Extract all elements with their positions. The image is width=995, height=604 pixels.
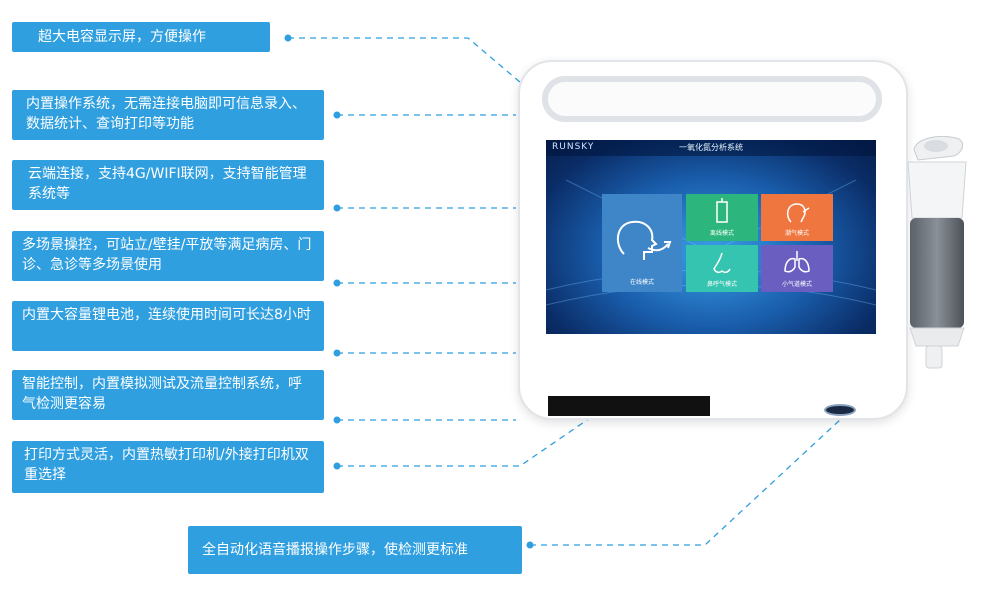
- leader-line-1: [288, 37, 601, 151]
- breath-handle: [907, 136, 967, 369]
- device-screen: RUNSKY 一氧化氮分析系统 在线模式 离线模式 潮气模式 鼻呼气模式: [546, 140, 876, 334]
- tile-label: 潮气模式: [784, 230, 809, 237]
- printer-slot: [548, 396, 710, 416]
- callout-cloud: 云端连接，支持4G/WIFI联网，支持智能管理系统等: [12, 160, 324, 210]
- leader-line-8: [530, 417, 843, 546]
- breath-face-icon: [786, 203, 810, 223]
- callout-battery: 内置大容量锂电池，连续使用时间可长达8小时: [12, 301, 324, 351]
- brand-logo: RUNSKY: [552, 142, 595, 152]
- tile-small-airway-mode[interactable]: 小气道模式: [761, 245, 833, 292]
- tile-label: 离线模式: [709, 230, 734, 237]
- lungs-icon: [784, 251, 810, 273]
- callout-display: 超大电容显示屏，方便操作: [12, 22, 270, 52]
- callout-scenarios: 多场景操控，可站立/壁挂/平放等满足病房、门诊、急诊等多场景使用: [12, 231, 324, 281]
- device-handle: [542, 76, 882, 122]
- screen-topbar: RUNSKY 一氧化氮分析系统: [546, 140, 876, 156]
- callout-voice: 全自动化语音播报操作步骤，使检测更标准: [188, 526, 522, 574]
- tile-label: 在线模式: [629, 279, 654, 286]
- nose-icon: [713, 252, 731, 274]
- system-title: 一氧化氮分析系统: [679, 143, 743, 152]
- leader-line-7: [337, 417, 591, 467]
- tile-label: 小气道模式: [781, 281, 812, 288]
- tube-icon: [716, 198, 728, 223]
- tile-tidal-mode[interactable]: 潮气模式: [761, 194, 833, 241]
- tile-nasal-mode[interactable]: 鼻呼气模式: [686, 245, 758, 292]
- tile-online-mode[interactable]: 在线模式: [602, 194, 682, 292]
- callout-smart-control: 智能控制，内置模拟测试及流量控制系统，呼气检测更容易: [12, 370, 324, 420]
- speaker-icon: [824, 404, 856, 416]
- tile-label: 鼻呼气模式: [706, 281, 737, 288]
- tile-offline-mode[interactable]: 离线模式: [686, 194, 758, 241]
- callout-printer: 打印方式灵活，内置热敏打印机/外接打印机双重选择: [12, 441, 324, 493]
- callout-os: 内置操作系统，无需连接电脑即可信息录入、数据统计、查询打印等功能: [12, 90, 324, 140]
- head-profile-icon: [616, 220, 672, 260]
